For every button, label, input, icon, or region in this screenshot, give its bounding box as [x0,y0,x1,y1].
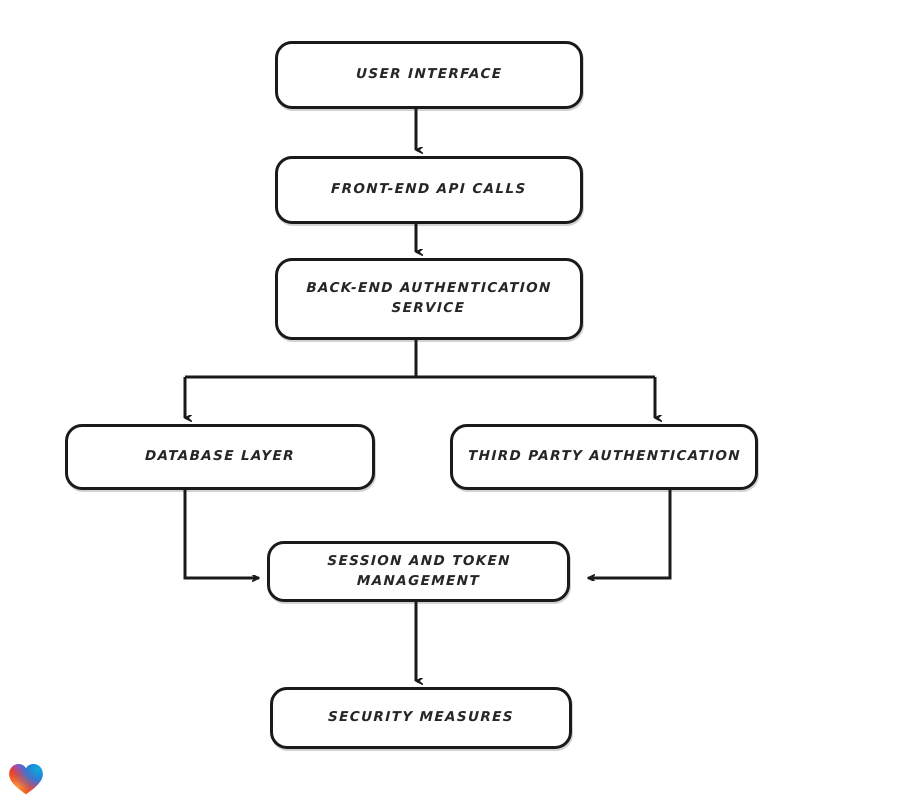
node-frontend-api-calls-label: Front-End API Calls [330,181,528,198]
node-database-layer-label: Database Layer [144,448,296,465]
node-database-layer[interactable]: Database Layer [65,424,375,490]
node-security-measures[interactable]: Security Measures [270,687,572,749]
node-session-and-token-management[interactable]: Session and Token Management [267,541,570,602]
heart-icon [9,764,43,795]
node-backend-authentication-service-label: Back-End Authentication Service [306,280,553,316]
node-frontend-api-calls[interactable]: Front-End API Calls [275,156,583,224]
node-third-party-authentication[interactable]: Third Party Authentication [450,424,758,490]
edge-thirdparty-to-session [588,490,672,578]
node-backend-authentication-service[interactable]: Back-End Authentication Service [275,258,583,340]
node-user-interface[interactable]: User Interface [275,41,583,109]
node-third-party-authentication-label: Third Party Authentication [467,448,741,465]
edge-database-to-session [183,490,259,578]
node-session-and-token-management-label: Session and Token Management [326,552,511,589]
node-security-measures-label: Security Measures [327,709,515,726]
node-user-interface-label: User Interface [355,66,503,83]
